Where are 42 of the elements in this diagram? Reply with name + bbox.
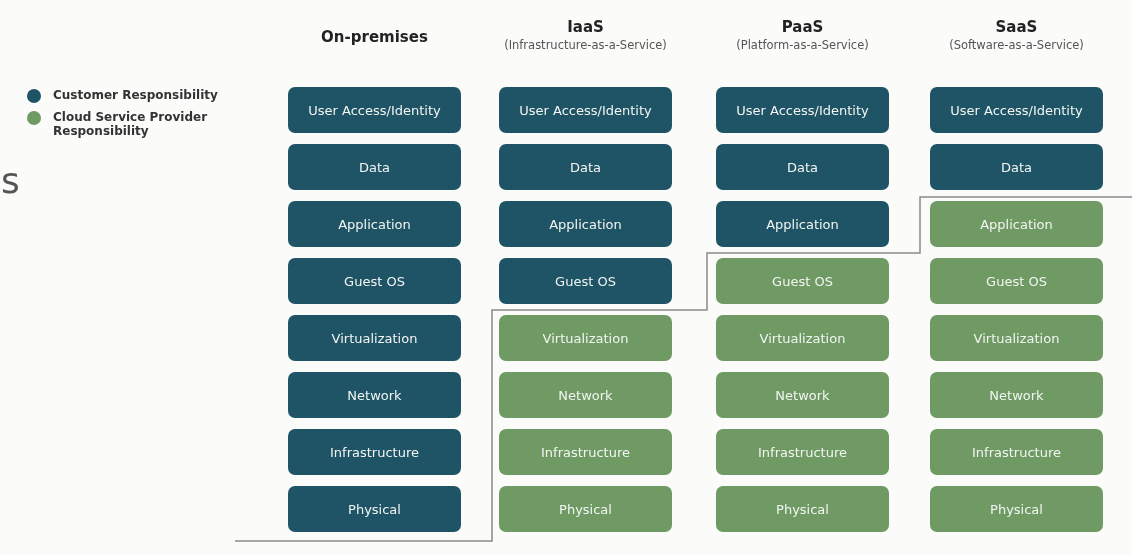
layer-box: Infrastructure	[716, 429, 889, 475]
column-subtitle: (Infrastructure-as-a-Service)	[503, 38, 668, 52]
layer-box: Data	[716, 144, 889, 190]
layer-box: Guest OS	[288, 258, 461, 304]
layer-box: Application	[499, 201, 672, 247]
column-subtitle: (Software-as-a-Service)	[948, 38, 1085, 52]
layer-box: Data	[499, 144, 672, 190]
column-header: IaaS	[566, 18, 605, 36]
layer-box: Data	[930, 144, 1103, 190]
layer-box: Infrastructure	[499, 429, 672, 475]
layer-box: Guest OS	[716, 258, 889, 304]
layer-box: User Access/Identity	[288, 87, 461, 133]
text-fragment: s	[1, 160, 21, 201]
layer-box: Physical	[930, 486, 1103, 532]
layer-box: Application	[288, 201, 461, 247]
legend-label: Cloud Service Provider Responsibility	[53, 110, 209, 138]
layer-box: User Access/Identity	[930, 87, 1103, 133]
layer-box: Network	[288, 372, 461, 418]
layer-box: Infrastructure	[930, 429, 1103, 475]
layer-box: Network	[716, 372, 889, 418]
column-subtitle: (Platform-as-a-Service)	[735, 38, 870, 52]
column-header: On-premises	[320, 28, 429, 46]
layer-box: Guest OS	[499, 258, 672, 304]
layer-box: Virtualization	[716, 315, 889, 361]
layer-box: Virtualization	[288, 315, 461, 361]
layer-box: Application	[930, 201, 1103, 247]
layer-box: Physical	[499, 486, 672, 532]
layer-box: User Access/Identity	[716, 87, 889, 133]
layer-box: Data	[288, 144, 461, 190]
layer-box: Physical	[288, 486, 461, 532]
column-header: PaaS	[780, 18, 825, 36]
layer-box: Virtualization	[930, 315, 1103, 361]
layer-box: Network	[930, 372, 1103, 418]
layer-box: Physical	[716, 486, 889, 532]
layer-box: Virtualization	[499, 315, 672, 361]
layer-box: Network	[499, 372, 672, 418]
legend-label: Customer Responsibility	[53, 88, 219, 102]
layer-box: Application	[716, 201, 889, 247]
column-header: SaaS	[994, 18, 1039, 36]
layer-box: Infrastructure	[288, 429, 461, 475]
layer-box: User Access/Identity	[499, 87, 672, 133]
layer-box: Guest OS	[930, 258, 1103, 304]
